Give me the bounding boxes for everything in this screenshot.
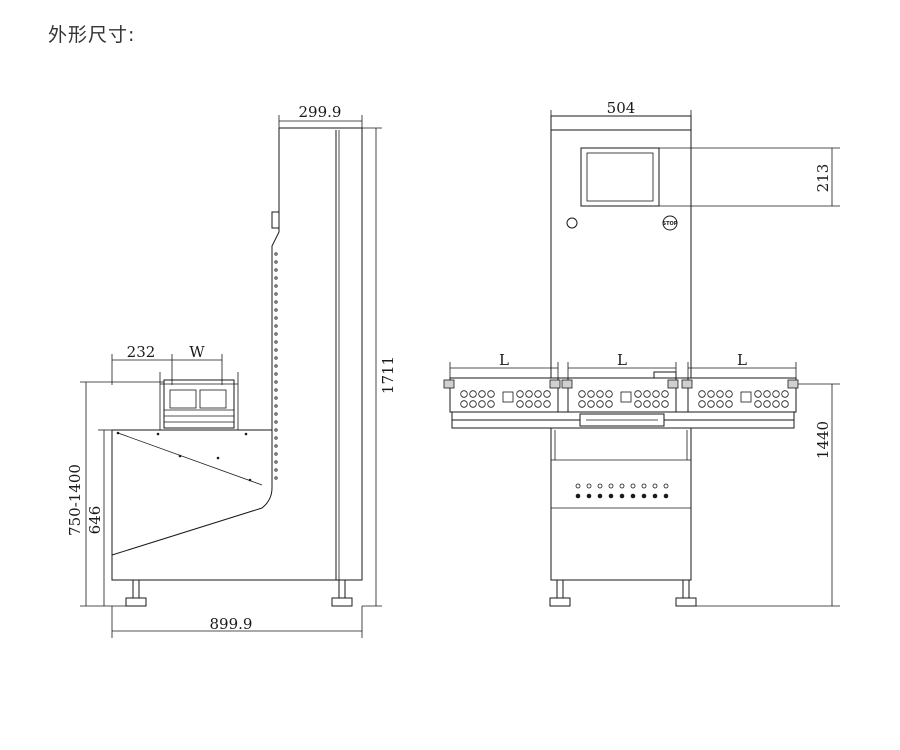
front-lower-cabinet bbox=[550, 427, 692, 581]
side-foot-right-stem bbox=[338, 579, 346, 599]
dim-tray-w: W bbox=[189, 343, 205, 361]
side-foot-left-pad bbox=[125, 597, 147, 607]
side-column-back bbox=[111, 128, 280, 581]
dim-conveyor-L1: L bbox=[499, 351, 509, 369]
front-view: STOP bbox=[443, 99, 840, 607]
front-cabinet-cap bbox=[550, 115, 692, 131]
front-foot-left-pad bbox=[549, 597, 571, 607]
front-screen bbox=[580, 147, 660, 207]
dim-conveyor-L3: L bbox=[737, 351, 747, 369]
conveyor-holes bbox=[460, 390, 789, 408]
page-title: 外形尺寸: bbox=[48, 24, 136, 46]
dim-conveyor-L2: L bbox=[617, 351, 627, 369]
side-button-box bbox=[271, 211, 280, 229]
side-view: 299.9 1711 232 W 750-1400 646 899.9 bbox=[66, 103, 397, 638]
dim-length-total: 899.9 bbox=[210, 615, 253, 633]
conveyor-module-3 bbox=[681, 377, 799, 413]
front-control-dots bbox=[575, 483, 669, 499]
front-screen-inner bbox=[586, 152, 654, 202]
side-column-outline bbox=[279, 127, 363, 581]
front-foot-right-pad bbox=[675, 597, 697, 607]
stop-button-icon bbox=[662, 215, 678, 231]
conveyor-module-1 bbox=[443, 377, 561, 413]
front-foot-left-stem bbox=[556, 579, 564, 599]
dim-conveyor-height: 1440 bbox=[814, 421, 832, 459]
dim-height-total: 1711 bbox=[379, 356, 397, 394]
dim-width-top: 504 bbox=[607, 99, 636, 117]
side-foot-right-pad bbox=[331, 597, 353, 607]
power-knob-icon bbox=[566, 217, 578, 229]
dim-screen-height: 213 bbox=[814, 164, 832, 193]
side-weigher-frame bbox=[163, 379, 235, 429]
dim-tray-width: 232 bbox=[127, 343, 156, 361]
side-column-holes bbox=[274, 252, 278, 480]
dim-height-range: 750-1400 bbox=[66, 464, 84, 536]
stop-button-label: STOP bbox=[663, 221, 678, 227]
side-weigher-box-2 bbox=[199, 389, 227, 409]
side-weigher-box-1 bbox=[169, 389, 197, 409]
dim-depth-top: 299.9 bbox=[299, 103, 342, 121]
side-foot-left-stem bbox=[132, 579, 140, 599]
dim-height-min: 646 bbox=[86, 506, 104, 535]
front-foot-right-stem bbox=[682, 579, 690, 599]
side-base-diagonal bbox=[117, 432, 263, 486]
